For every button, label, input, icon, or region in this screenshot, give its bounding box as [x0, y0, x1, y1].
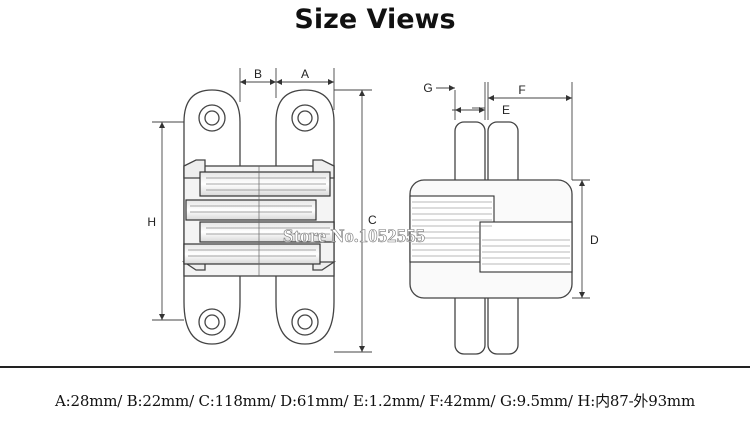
- hinge-arms: [183, 171, 335, 265]
- mounting-hole: [291, 308, 319, 336]
- specification-text: A:28mm/ B:22mm/ C:118mm/ D:61mm/ E:1.2mm…: [55, 392, 695, 410]
- dimension-label-e: E: [502, 103, 510, 117]
- hinge-arm-grooves: [188, 166, 330, 276]
- dimension-label-c: C: [368, 213, 377, 227]
- dimension-arrows-front: [159, 79, 365, 352]
- dimension-arrows-side: [449, 85, 585, 298]
- dimension-label-d: D: [590, 233, 599, 247]
- side-view-grooves: [412, 201, 570, 265]
- dimension-label-b: B: [254, 67, 262, 81]
- specification-bar: A:28mm/ B:22mm/ C:118mm/ D:61mm/ E:1.2mm…: [0, 366, 750, 424]
- store-watermark: Store No.1052555: [283, 226, 425, 247]
- mounting-hole: [198, 308, 226, 336]
- mounting-hole: [198, 104, 226, 132]
- dimension-lines-front: [152, 68, 372, 353]
- mounting-hole: [291, 104, 319, 132]
- dimension-label-h: H: [147, 215, 156, 229]
- side-view-bars: [409, 195, 573, 273]
- dimension-label-f: F: [518, 83, 525, 97]
- dimension-label-g: G: [423, 81, 432, 95]
- hinge-technical-drawing: B A H C G E: [147, 67, 599, 355]
- page-title: Size Views: [294, 4, 456, 35]
- dimension-label-a: A: [301, 67, 309, 81]
